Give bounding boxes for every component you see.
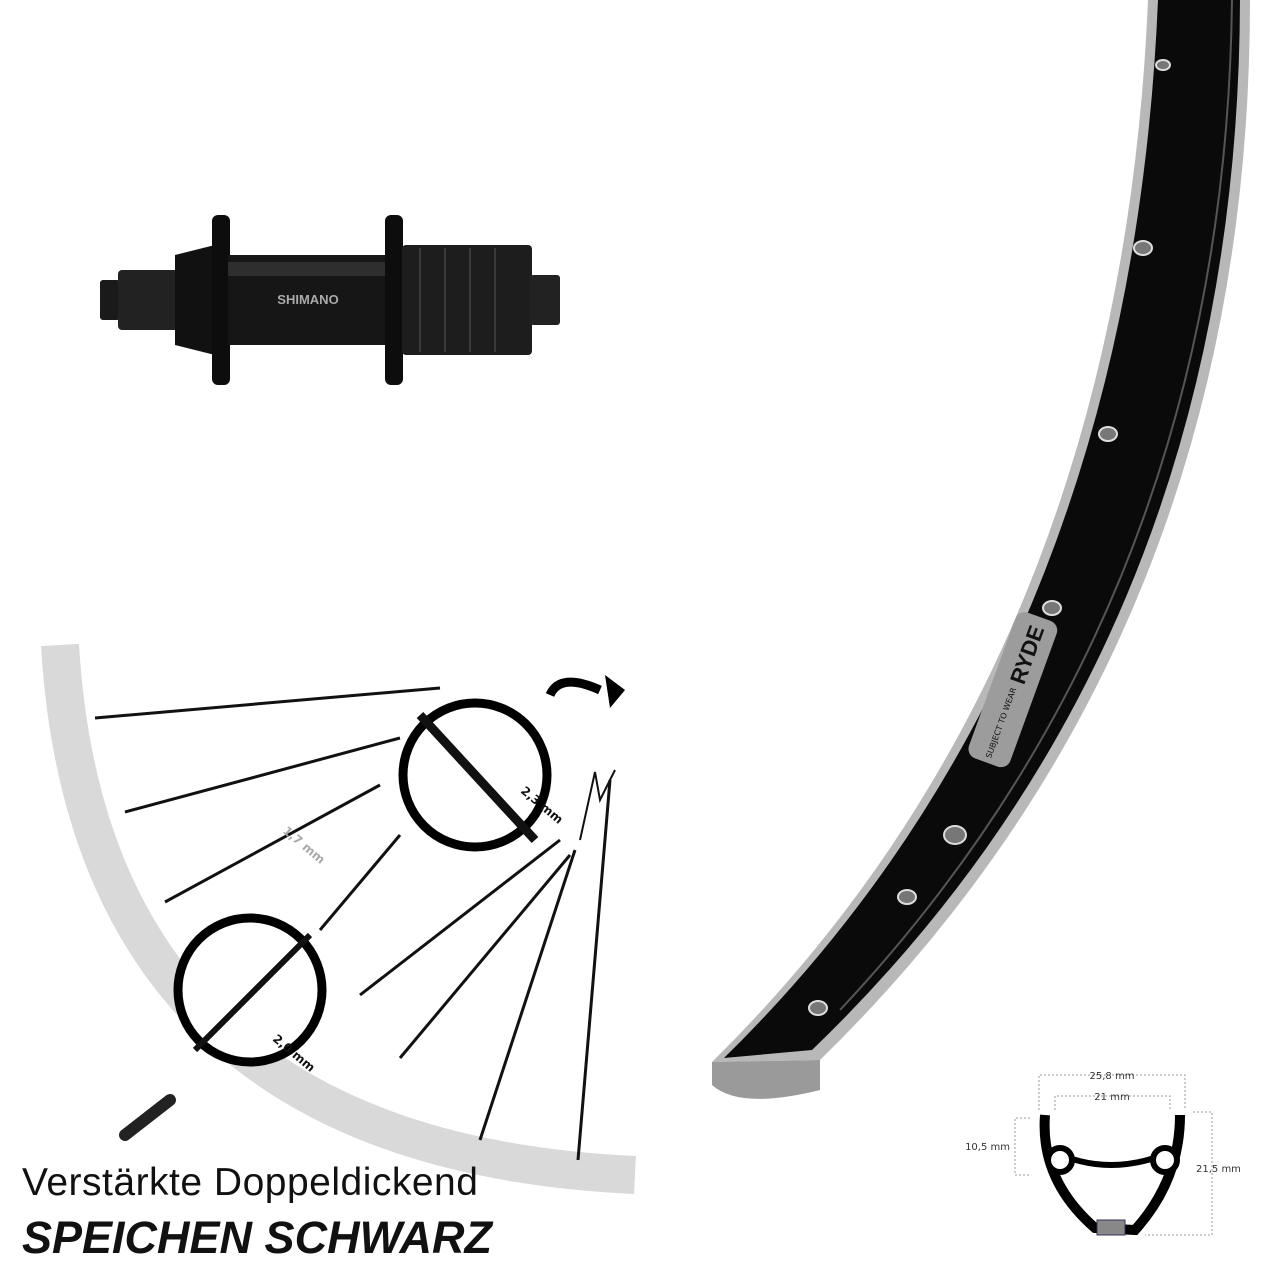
spoke-circle-bottom: 2,0 mm — [173, 913, 327, 1075]
inner-width-label: 21 mm — [1094, 1092, 1129, 1103]
spokes — [94, 686, 616, 1161]
spoke-nipple-icon — [545, 677, 602, 698]
total-height-label: 21,5 mm — [1196, 1164, 1241, 1175]
rim: SUBJECT TO WEAR RYDE — [712, 0, 1250, 1099]
spoke-circle-top: 2,3 mm — [398, 698, 566, 852]
side-height-label: 10,5 mm — [965, 1142, 1010, 1153]
outer-width-label: 25,8 mm — [1090, 1071, 1135, 1082]
spoke-holes — [808, 59, 1171, 1016]
rim-arc — [41, 643, 636, 1194]
shimano-hub: SHIMANO — [100, 215, 560, 385]
caption-line-2: SPEICHEN SCHWARZ — [22, 1212, 493, 1263]
caption-line-1: Verstärkte Doppeldickend — [22, 1161, 479, 1204]
rim-profile: 25,8 mm 21 mm 10,5 mm 21,5 mm — [965, 1071, 1241, 1236]
hub-brand: SHIMANO — [277, 292, 338, 307]
spoke-diagram: 2,3 mm 1,7 mm 2,0 mm — [41, 643, 636, 1194]
diameter-label-mid: 1,7 mm — [280, 824, 328, 867]
